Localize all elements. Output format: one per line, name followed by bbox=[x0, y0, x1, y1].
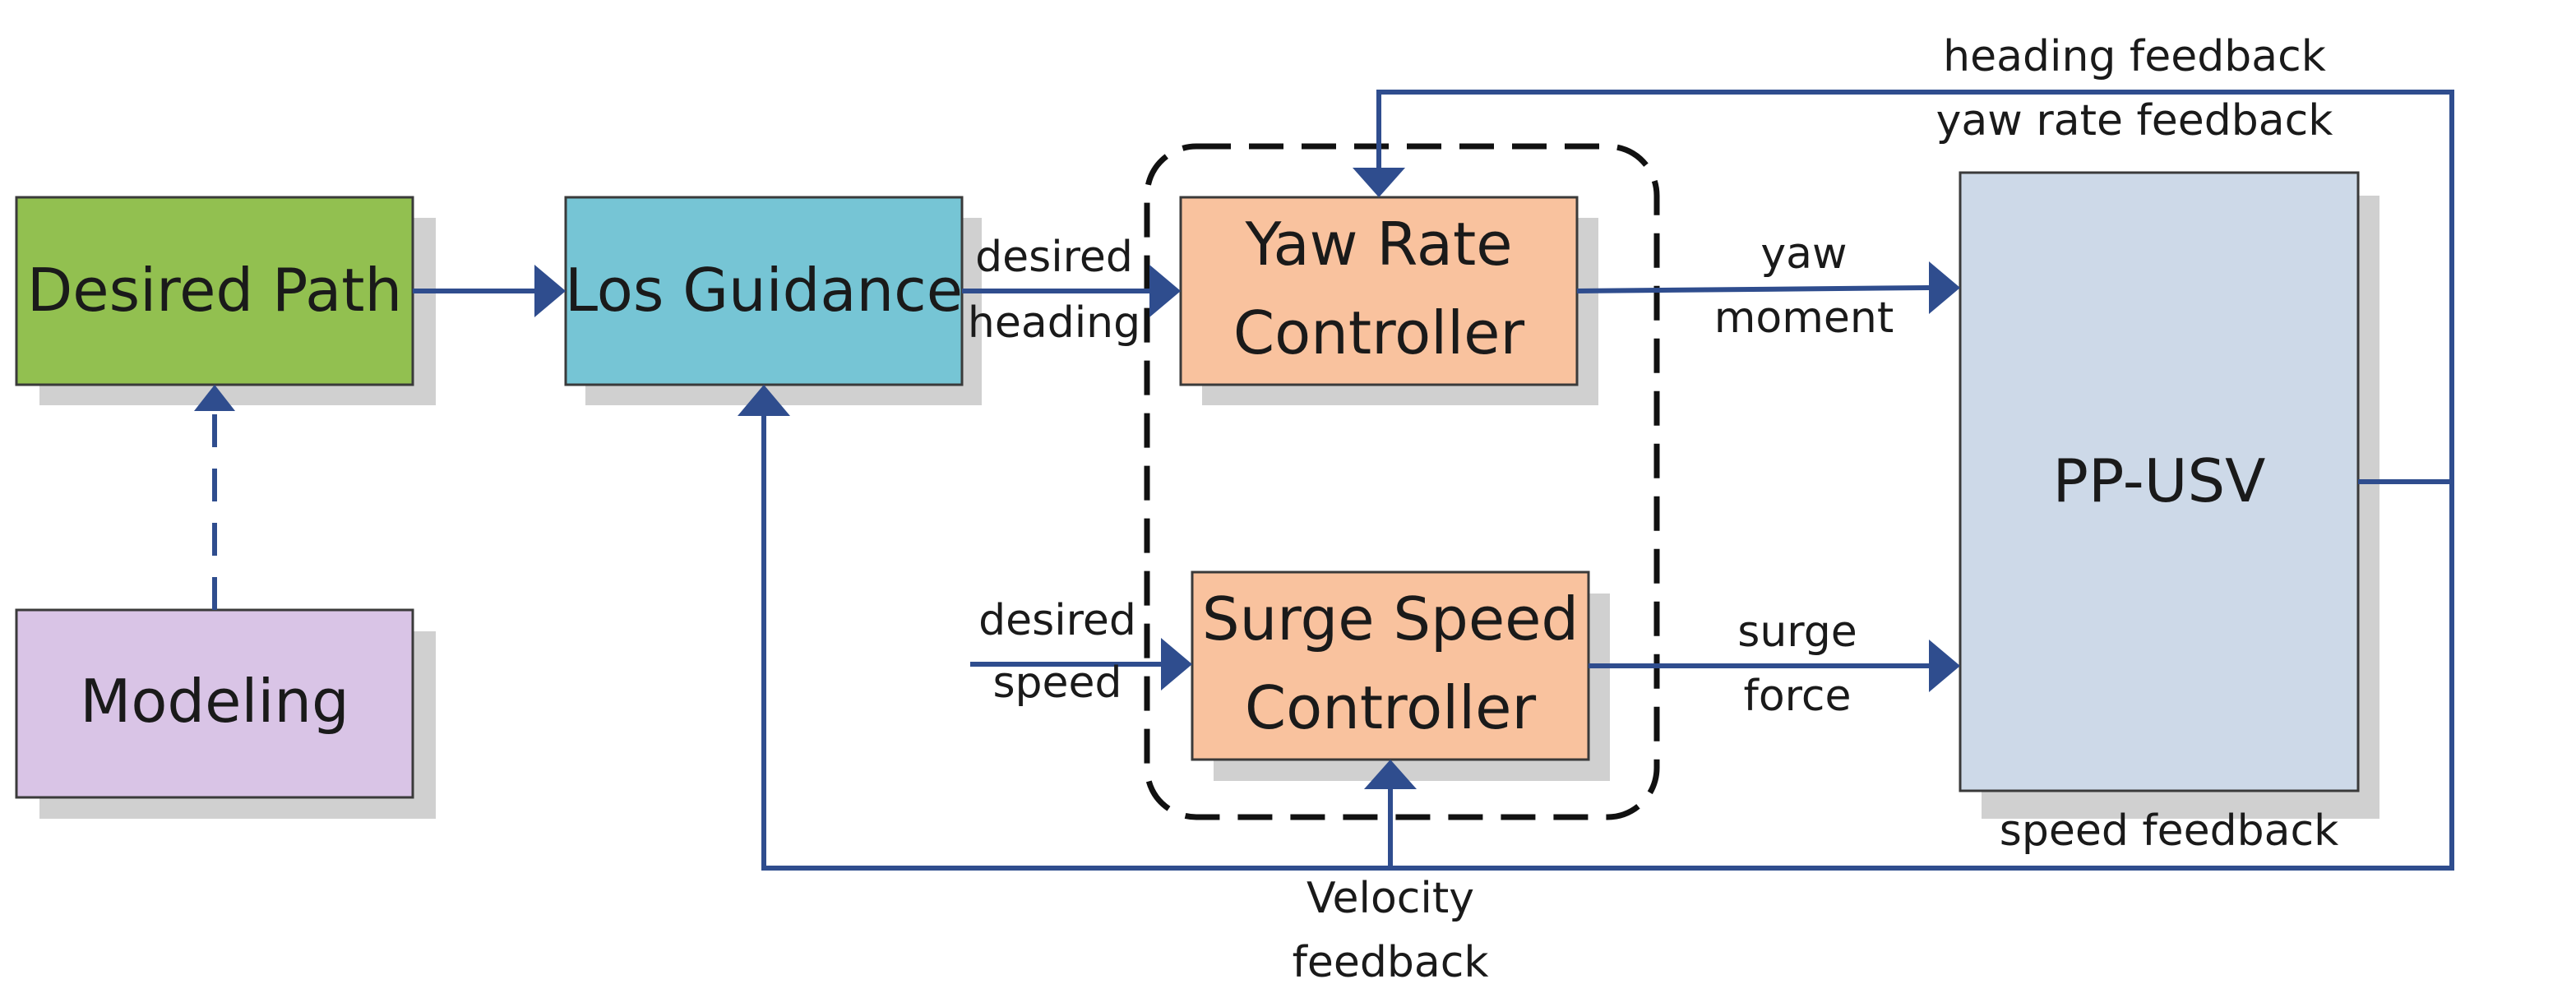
desired-path-label: Desired Path bbox=[27, 256, 402, 325]
modeling-label: Modeling bbox=[80, 667, 349, 736]
desired-path-block: Desired Path bbox=[15, 196, 414, 386]
pp-usv-block: PP-USV bbox=[1959, 171, 2360, 792]
los-guidance-block: Los Guidance bbox=[564, 196, 964, 386]
yaw-rate-controller-label-line1: Yaw Rate bbox=[1244, 210, 1512, 279]
heading-yaw-rate-feedback-line bbox=[1376, 90, 2454, 484]
modeling-box bbox=[15, 608, 414, 799]
velocity-feedback-label-line1: Velocity bbox=[1306, 874, 1474, 923]
desired-speed-arrowhead bbox=[1161, 638, 1192, 691]
pp-usv-box bbox=[1959, 171, 2360, 792]
surge-force-arrowhead bbox=[1929, 640, 1960, 692]
surge-speed-controller-box bbox=[1191, 570, 1590, 761]
path-to-guidance-arrowhead bbox=[534, 265, 566, 317]
surge-speed-controller-label-line2: Controller bbox=[1245, 673, 1537, 742]
velocity-feedback-arrowhead bbox=[1364, 760, 1417, 789]
desired-speed-label-line1: desired bbox=[978, 596, 1136, 645]
pp-usv-label: PP-USV bbox=[2053, 446, 2266, 515]
guidance-feedback-arrowhead bbox=[738, 385, 790, 416]
desired-heading-label-line1: desired bbox=[975, 233, 1133, 282]
surge-speed-controller-block: Surge Speed Controller bbox=[1191, 570, 1590, 761]
controller-group-boundary bbox=[1144, 143, 1660, 820]
speed-feedback-line bbox=[761, 416, 2454, 871]
modeling-to-path-arrowhead bbox=[194, 385, 235, 411]
heading-feedback-label: heading feedback bbox=[1943, 32, 2326, 81]
surge-speed-controller-label-line1: Surge Speed bbox=[1202, 584, 1579, 654]
yaw-rate-controller-box bbox=[1179, 196, 1579, 386]
yaw-moment-label-line1: yaw bbox=[1760, 229, 1847, 279]
yaw-moment-arrowhead bbox=[1929, 261, 1960, 314]
modeling-block: Modeling bbox=[15, 608, 414, 799]
yaw-rate-feedback-label: yaw rate feedback bbox=[1936, 96, 2333, 146]
los-guidance-label: Los Guidance bbox=[565, 256, 963, 325]
desired-speed-label-line2: speed bbox=[992, 658, 1122, 708]
heading-feedback-arrowhead bbox=[1353, 168, 1405, 197]
velocity-feedback-label-line2: feedback bbox=[1293, 938, 1489, 987]
yaw-rate-controller-label-line2: Controller bbox=[1233, 298, 1525, 367]
yaw-rate-controller-block: Yaw Rate Controller bbox=[1179, 196, 1579, 386]
surge-force-label-line1: surge bbox=[1737, 607, 1857, 657]
desired-heading-label-line2: heading bbox=[968, 298, 1140, 348]
desired-heading-arrowhead bbox=[1149, 265, 1181, 317]
speed-feedback-label: speed feedback bbox=[2000, 806, 2339, 856]
surge-force-label-line2: force bbox=[1744, 672, 1852, 721]
yaw-moment-arrow bbox=[1576, 285, 1930, 293]
yaw-moment-label-line2: moment bbox=[1714, 293, 1894, 343]
